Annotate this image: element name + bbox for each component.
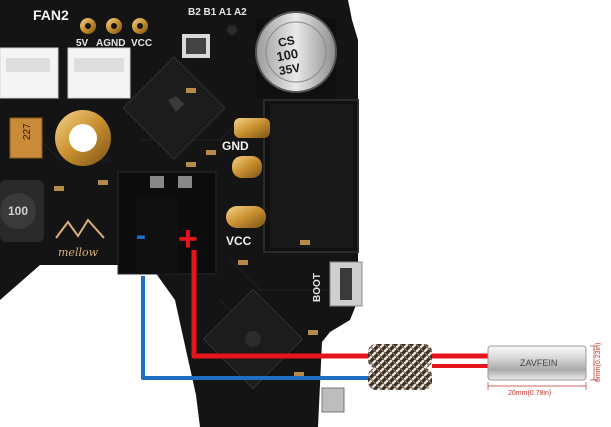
power-terminal bbox=[263, 99, 359, 253]
capacitor-label-3: 35V bbox=[278, 61, 301, 78]
mounting-hole bbox=[55, 110, 111, 166]
pin-label-5v: 5V bbox=[76, 38, 89, 49]
capacitor-label-1: CS bbox=[277, 33, 296, 50]
fan-label: FAN2 bbox=[33, 7, 69, 23]
inductor: 100 bbox=[0, 180, 44, 242]
capacitor: CS 100 35V bbox=[255, 11, 337, 98]
stepper-pin-labels: B2 B1 A1 A2 bbox=[188, 7, 247, 18]
pin-label-vcc: VCC bbox=[131, 38, 152, 49]
heater-brand: ZAVFEIN bbox=[520, 358, 557, 368]
tantalum-label: 227 bbox=[22, 123, 33, 140]
red-wire bbox=[191, 250, 370, 359]
terminal-pins bbox=[226, 118, 270, 228]
crystal bbox=[321, 387, 345, 413]
diameter-dimension: 6mm(0.23in) bbox=[595, 343, 602, 382]
mcu-chip bbox=[202, 288, 304, 390]
inductor-label: 100 bbox=[8, 204, 28, 218]
capacitor-label-2: 100 bbox=[275, 46, 299, 65]
tantalum-capacitor: 227 bbox=[9, 117, 43, 159]
plus-sign: + bbox=[178, 220, 198, 258]
smd-components bbox=[54, 88, 318, 377]
brand-label: mellow bbox=[58, 246, 99, 259]
white-connector-right bbox=[67, 47, 131, 99]
mellow-logo: mellow bbox=[55, 218, 105, 259]
braided-sleeve-top bbox=[368, 344, 432, 368]
gnd-label: GND bbox=[222, 139, 249, 153]
vcc-label: VCC bbox=[226, 234, 252, 248]
minus-sign: - bbox=[136, 219, 146, 252]
boot-label: BOOT bbox=[312, 273, 323, 302]
heater-cartridge: ZAVFEIN bbox=[487, 345, 587, 381]
stepper-header bbox=[182, 25, 237, 58]
pin-label-agnd: AGND bbox=[96, 38, 125, 49]
driver-chip bbox=[122, 56, 226, 160]
blue-wire bbox=[141, 276, 370, 380]
gold-pads bbox=[80, 18, 148, 34]
white-connector-left bbox=[0, 47, 59, 99]
heater-socket bbox=[117, 171, 217, 275]
braided-sleeve-bottom bbox=[368, 368, 432, 390]
dimension-lines bbox=[487, 345, 598, 390]
length-dimension: 20mm(0.78in) bbox=[508, 390, 551, 397]
boot-button bbox=[329, 261, 363, 307]
wires bbox=[141, 250, 370, 380]
